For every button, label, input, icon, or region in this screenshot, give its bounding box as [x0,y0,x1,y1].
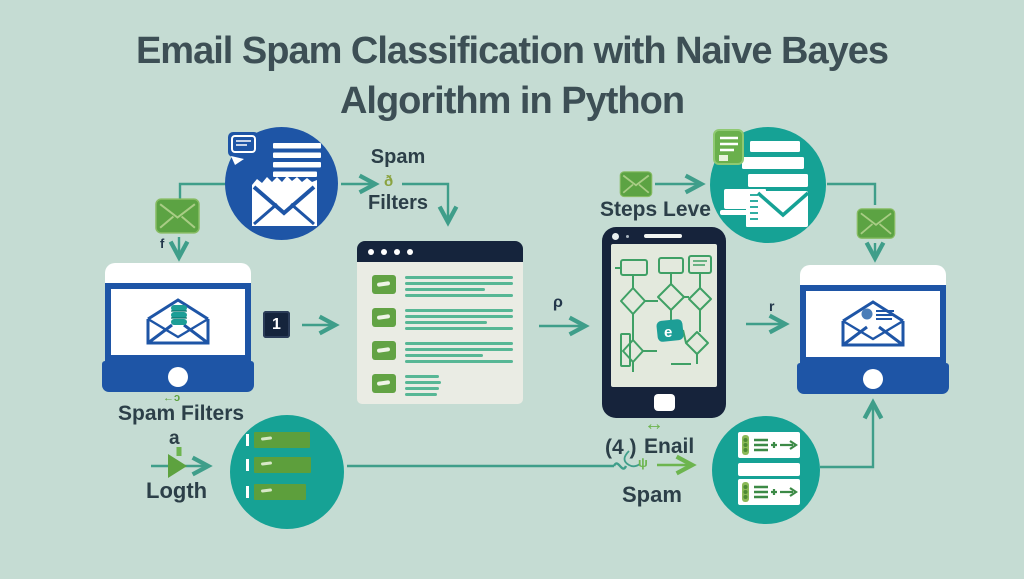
titlebar-dot [394,248,400,255]
classified-cards-circle [712,416,820,524]
titlebar-dot [407,248,413,255]
phone-screen: e [611,244,717,387]
squiggle-glyph: ð [384,173,394,190]
monitor-screen [800,285,946,363]
e-letter: e [664,324,672,341]
monitor-top [800,265,946,285]
line-train-to-envelope [827,182,877,205]
flowchart-doodle-icon: e [615,255,712,372]
chat-bubble-icon [222,131,264,175]
monitor-base-dot [168,366,188,387]
result-monitor [797,265,949,394]
green-triangle [168,454,187,478]
feature-bars-circle [230,415,344,529]
green-envelope-icon [155,198,200,235]
back-arrow-glyph: ←ɔ [163,392,181,404]
list-item [372,275,523,297]
green-document-icon [712,128,745,168]
list-item [372,341,523,363]
home-button-icon [654,394,675,411]
email-card [738,479,800,505]
title-line1: Email Spam Classification with Naive Bay… [135,30,889,72]
green-mail-icon [372,308,396,327]
email-card [738,432,800,458]
f-glyph: f [160,236,165,251]
green-bar-icon [246,484,306,500]
line-inbox-to-source [178,182,227,199]
label-email: Enail [644,435,695,458]
open-envelope-letter-icon [841,300,905,347]
panel-titlebar [357,241,523,262]
label-spam-bottom: Spam [622,482,682,507]
spam-filter-monitor [102,263,254,392]
r-glyph: r [769,298,775,314]
titlebar-dot [381,248,387,255]
monitor-base [797,363,949,394]
double-arrow-glyph: ↔ [644,413,664,435]
white-bar [738,463,800,476]
flowchart-phone: e [602,227,726,418]
label-logth: Logth [146,478,208,503]
monitor-top [105,263,251,283]
speaker-icon [644,234,682,238]
label-step-four: (4 ) [605,436,637,459]
green-mail-icon [372,341,396,360]
titlebar-dot [368,248,374,255]
label-spam-top: Spam [370,146,426,168]
green-mail-icon [372,374,396,393]
monitor-base-dot [863,368,883,389]
list-item [372,374,523,396]
step-one-badge: 1 [263,311,290,338]
label-a: a [169,428,180,449]
panel-body [357,262,523,404]
line-bottom-squiggle [612,462,628,470]
label-steps-level: Steps Leve [600,198,711,221]
title-line2: Algorithm in Python [339,80,685,123]
email-list-panel [357,241,523,404]
green-bar-icon [246,432,310,448]
camera-icon [612,233,619,240]
psi-glyph: ψ [638,455,648,470]
green-mail-icon [372,275,396,294]
rho-glyph: ρ [553,294,563,311]
label-filters-top: Filters [367,192,429,214]
green-envelope-icon [617,171,655,198]
open-envelope-database-icon [146,298,210,345]
camera-dot-icon [626,235,629,238]
monitor-base [102,361,254,392]
green-envelope-icon [856,208,896,240]
envelope-with-lines-icon [252,143,321,226]
arrow-br-to-monitor [820,398,884,469]
label-spam-filters: Spam Filters [118,402,245,425]
page-title: Email Spam Classification with Naive Bay… [0,26,1024,126]
monitor-screen [105,283,251,361]
list-item [372,308,523,330]
mail-stack-icon [720,141,810,227]
green-bar-icon [246,457,311,473]
